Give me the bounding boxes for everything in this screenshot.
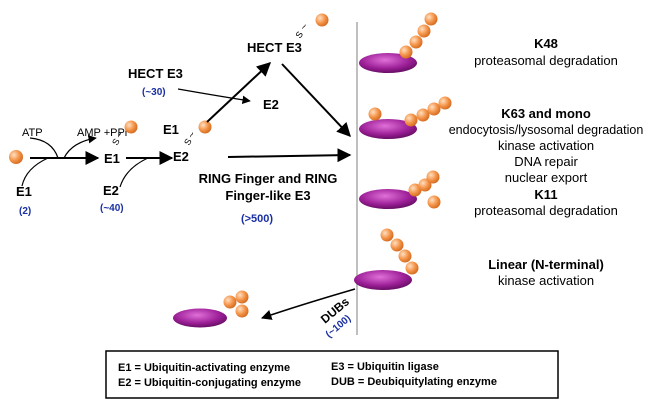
outcome-title: K63 and mono bbox=[501, 106, 591, 121]
e2-ubiquitin bbox=[198, 120, 212, 134]
outcome-k11: K11 proteasomal degradation bbox=[474, 187, 618, 218]
legend-e3: E3 = Ubiquitin ligase bbox=[331, 361, 439, 373]
hect-ubiquitin bbox=[315, 13, 329, 27]
chain-linear bbox=[380, 228, 419, 275]
free-ubiquitin bbox=[9, 150, 23, 164]
outcome-title: Linear (N-terminal) bbox=[488, 257, 604, 272]
hect-bond: ~ bbox=[298, 21, 310, 32]
hect-s-label: S bbox=[293, 29, 305, 40]
chain-k48 bbox=[399, 12, 438, 59]
outcome-k63: K63 and mono endocytosis/lysosomal degra… bbox=[449, 106, 644, 185]
hect-e3-mid-count: (~30) bbox=[142, 87, 166, 98]
e2-bond: ~ bbox=[186, 130, 199, 141]
e1-s-label: S bbox=[110, 137, 122, 147]
outcome-k48: K48 proteasomal degradation bbox=[474, 36, 618, 68]
e2-mid-label: E2 bbox=[173, 149, 189, 164]
substrate-k63 bbox=[359, 119, 417, 139]
amp-curve bbox=[63, 135, 97, 159]
e2-count: (~40) bbox=[100, 203, 124, 214]
e1-label: E1 bbox=[16, 184, 32, 199]
dubs-arrow bbox=[261, 288, 356, 320]
outcome-linear: Linear (N-terminal) kinase activation bbox=[488, 257, 604, 288]
legend-box bbox=[105, 350, 559, 399]
e1-top-label: E1 bbox=[163, 122, 179, 137]
substrate-k48 bbox=[359, 53, 417, 73]
e1-in-curve bbox=[21, 157, 49, 187]
outcome-line: DNA repair bbox=[514, 154, 578, 169]
hect-e3-mid-label: HECT E3 bbox=[128, 66, 183, 81]
legend-dub: DUB = Deubiquitylating enzyme bbox=[331, 376, 497, 388]
outcome-line: proteasomal degradation bbox=[474, 53, 618, 68]
ring-count: (>500) bbox=[241, 213, 273, 225]
e2-released-label: E2 bbox=[263, 97, 279, 112]
ring-label-line2: Finger-like E3 bbox=[225, 188, 310, 203]
outcome-line: endocytosis/lysosomal degradation bbox=[449, 123, 644, 137]
outcome-line: proteasomal degradation bbox=[474, 203, 618, 218]
ring-label-line1: RING Finger and RING bbox=[199, 171, 338, 186]
chain-k63 bbox=[368, 96, 452, 127]
e2-release-curve bbox=[177, 88, 251, 104]
atp-curve bbox=[29, 137, 59, 159]
substrate-free bbox=[173, 308, 227, 328]
hect-up-arrow bbox=[206, 62, 272, 123]
e2-label: E2 bbox=[103, 183, 119, 198]
amp-ppi-label: AMP +PPi bbox=[77, 127, 127, 139]
legend-e1: E1 = Ubiquitin-activating enzyme bbox=[118, 362, 290, 374]
free-ubiquitins bbox=[223, 290, 249, 318]
outcome-title: K11 bbox=[534, 187, 557, 202]
e2-in-curve bbox=[119, 157, 149, 188]
e1-bond: ~ bbox=[114, 130, 127, 141]
outcome-line: nuclear export bbox=[505, 170, 588, 185]
e2-s-label: S bbox=[182, 137, 194, 147]
substrate-linear bbox=[354, 270, 412, 290]
e1-thioester-label: E1 bbox=[104, 151, 120, 166]
legend-e2: E2 = Ubiquitin-conjugating enzyme bbox=[118, 377, 301, 389]
e1-count: (2) bbox=[19, 206, 31, 217]
chain-k11 bbox=[408, 170, 441, 209]
outcome-line: kinase activation bbox=[498, 273, 594, 288]
ring-arrow bbox=[227, 148, 352, 163]
outcome-line: kinase activation bbox=[498, 138, 594, 153]
hect-to-substrate-arrow bbox=[281, 63, 351, 138]
e1-ubiquitin bbox=[124, 120, 138, 134]
atp-label: ATP bbox=[22, 127, 43, 139]
hect-e3-top-label: HECT E3 bbox=[247, 40, 302, 55]
substrate-k11 bbox=[359, 189, 417, 209]
outcome-title: K48 bbox=[534, 36, 558, 51]
